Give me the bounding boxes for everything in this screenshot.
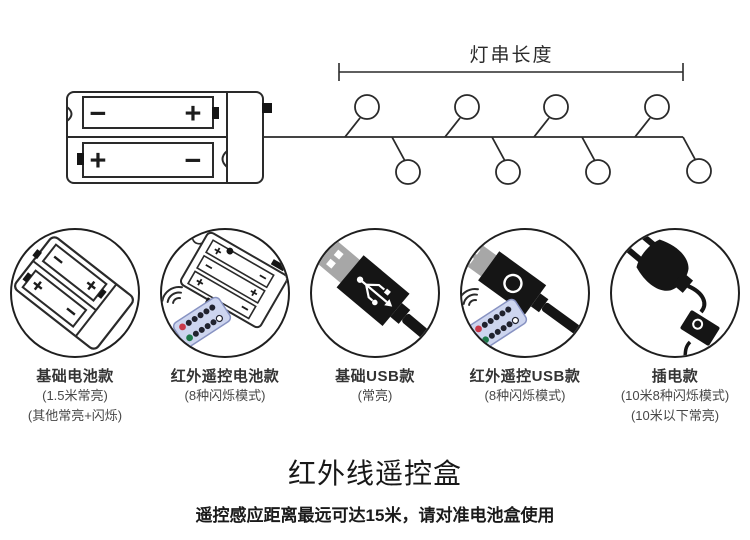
bulb-icon <box>585 159 611 185</box>
variant-note: (10米8种闪烁模式) <box>620 388 730 403</box>
variant-card-basic-usb: 基础USB款 (常亮) <box>300 228 450 426</box>
bulb-icon <box>395 159 421 185</box>
bulb-icon <box>543 94 569 120</box>
bulb-icon <box>495 159 521 185</box>
usb-trident-icon <box>359 278 388 303</box>
bulb-icon <box>454 94 480 120</box>
variant-card-basic-battery: 基础电池款 (1.5米常亮) (其他常亮+闪烁) <box>0 228 150 426</box>
controller-box-icon <box>680 310 720 346</box>
variant-title: 基础电池款 <box>36 368 114 385</box>
string-length-label: 灯串长度 <box>469 45 554 66</box>
bulb-icon <box>354 94 380 120</box>
variant-title: 红外遥控电池款 <box>170 368 280 385</box>
variant-card-remote-battery: 红外遥控电池款 (8种闪烁模式) <box>150 228 300 426</box>
usb-plug-icon <box>310 228 440 358</box>
power-cord <box>683 340 692 356</box>
variant-note: (8种闪烁模式) <box>184 388 266 403</box>
variant-row: 基础电池款 (1.5米常亮) (其他常亮+闪烁) <box>0 228 750 426</box>
power-plug-icon <box>610 228 740 358</box>
polarity-symbol: + <box>185 98 202 130</box>
battery-polarity-symbols: − + + − <box>90 98 202 177</box>
light-bulbs <box>354 94 712 185</box>
signal-waves-icon <box>162 283 183 305</box>
polarity-symbol: − <box>185 145 202 177</box>
variant-note: (1.5米常亮) <box>42 388 108 403</box>
variant-card-plug-in: 插电款 (10米8种闪烁模式) (10米以下常亮) <box>600 228 750 426</box>
battery-terminals <box>77 103 272 165</box>
variant-note: (10米以下常亮) <box>630 408 720 423</box>
length-bracket <box>338 63 684 81</box>
variant-title: 基础USB款 <box>335 368 415 385</box>
light-string-wire <box>263 117 697 162</box>
remote-usb-plug-icon <box>460 228 590 358</box>
variant-note: (其他常亮+闪烁) <box>27 408 123 423</box>
footer-subtitle: 遥控感应距离最远可达15米，请对准电池盒使用 <box>195 506 555 525</box>
polarity-symbol: + <box>90 145 107 177</box>
ir-sensor-ring <box>503 273 523 294</box>
ir-receiver-dot <box>226 247 234 255</box>
polarity-symbol: − <box>90 98 107 130</box>
variant-title: 插电款 <box>651 368 699 385</box>
power-cord <box>687 284 707 314</box>
bulb-icon <box>644 94 670 120</box>
power-switch <box>262 103 272 113</box>
variant-note: (8种闪烁模式) <box>484 388 566 403</box>
variant-card-remote-usb: 红外遥控USB款 (8种闪烁模式) <box>450 228 600 426</box>
variant-note: (常亮) <box>357 388 393 403</box>
remote-battery-box-icon <box>160 228 290 358</box>
signal-waves-icon <box>462 285 479 307</box>
variant-title: 红外遥控USB款 <box>469 368 581 385</box>
bulb-icon <box>686 158 712 184</box>
footer-title: 红外线遥控盒 <box>287 458 462 489</box>
light-string-diagram: − + + − <box>66 63 712 185</box>
battery-box-icon <box>10 228 140 358</box>
